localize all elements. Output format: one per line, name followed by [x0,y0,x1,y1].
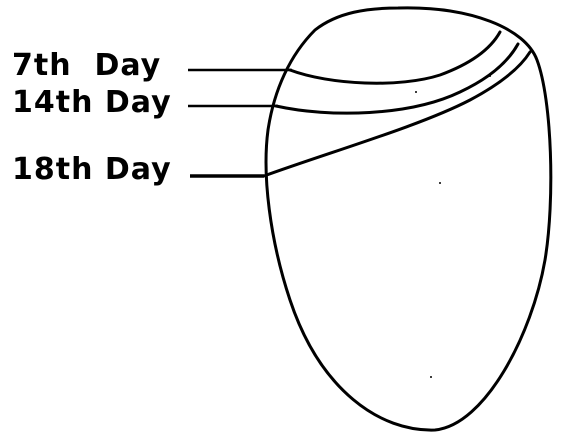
speck [489,75,491,77]
air-cell-7th-day-line [290,32,500,83]
speck [430,376,432,378]
egg-outline [266,8,551,430]
speck [415,91,417,93]
air-cell-18th-day-line [264,52,530,176]
speck [439,182,441,184]
